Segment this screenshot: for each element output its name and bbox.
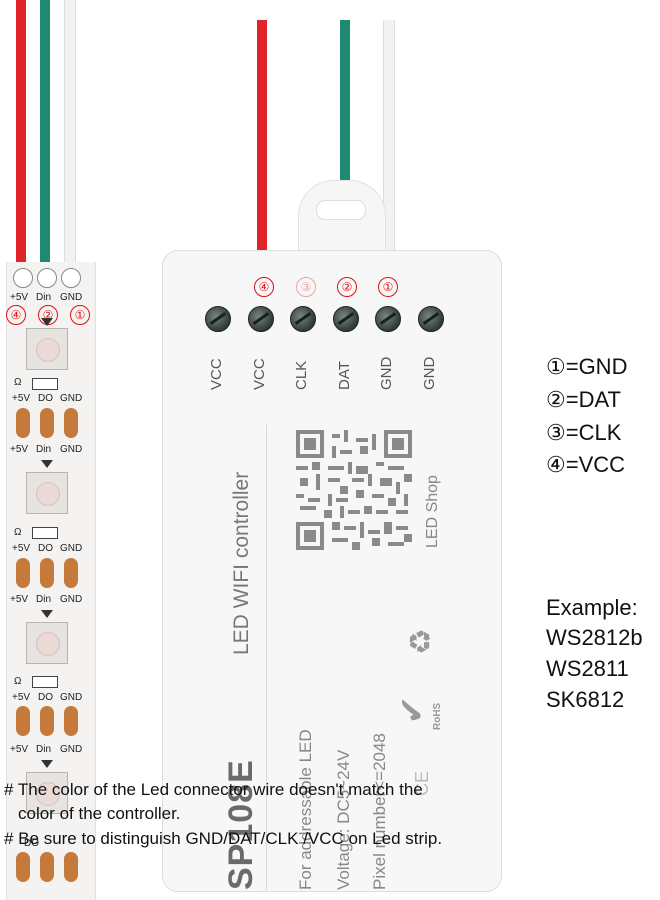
strip-white-wire <box>64 0 76 268</box>
resistor-label: Ω <box>14 377 22 388</box>
strip-label-gnd: GND <box>60 292 83 303</box>
strip-label-gnd: GND <box>60 393 83 404</box>
strip-label-vcc: +5V <box>10 444 29 455</box>
strip-label-do: DO <box>24 838 39 849</box>
strip-label-do: DO <box>38 692 53 703</box>
strip-number-gnd: ① <box>70 305 90 325</box>
qr-code <box>296 430 412 550</box>
controller-box <box>162 250 502 892</box>
solder-pad <box>40 408 54 438</box>
strip-label-vcc: +5V <box>10 594 29 605</box>
resistor-label: Ω <box>14 676 22 687</box>
strip-label-do: DO <box>38 393 53 404</box>
terminal-screw-vcc <box>248 306 274 332</box>
strip-label-din: Din <box>36 594 52 605</box>
arrow-icon <box>41 760 53 768</box>
terminal-number-gnd: ① <box>378 277 398 297</box>
terminal-label-gnd: GND <box>421 356 438 390</box>
legend-gnd: ①=GND <box>546 354 628 379</box>
strip-number-vcc: ④ <box>6 305 26 325</box>
led-chip <box>26 772 68 814</box>
legend-clk: ③=CLK <box>546 420 622 445</box>
strip-green-wire <box>40 0 50 268</box>
terminal-screw-gnd <box>375 306 401 332</box>
controller-white-wire <box>383 20 395 278</box>
solder-pad <box>40 852 54 882</box>
arrow-icon <box>41 318 53 326</box>
terminal-label-gnd: GND <box>378 356 395 390</box>
controller-red-wire <box>257 20 267 278</box>
solder-pad <box>16 558 30 588</box>
note-line-3: # Be sure to distinguish GND/DAT/CLK /VC… <box>4 829 443 848</box>
resistor <box>32 527 58 539</box>
strip-label-vcc: +5V <box>12 543 31 554</box>
terminal-screw-dat <box>333 306 359 332</box>
led-chip <box>26 472 68 514</box>
strip-label-do: DO <box>38 543 53 554</box>
recycle-icon: ♻ <box>403 628 439 655</box>
terminal-screw-clk <box>290 306 316 332</box>
led-chip <box>26 622 68 664</box>
resistor <box>32 378 58 390</box>
strip-label-gnd: GND <box>60 692 83 703</box>
strip-connector-ring <box>13 268 33 288</box>
terminal-screw-gnd <box>418 306 444 332</box>
solder-pad <box>40 706 54 736</box>
solder-pad <box>64 558 78 588</box>
terminal-number-dat: ② <box>337 277 357 297</box>
solder-pad <box>64 408 78 438</box>
strip-label-vcc: +5V <box>12 393 31 404</box>
example-ws2812b: WS2812b <box>546 625 643 650</box>
controller-spec-voltage: Voltage: DC5~24V <box>334 749 353 890</box>
solder-pad <box>64 852 78 882</box>
strip-label-gnd: GND <box>60 444 83 455</box>
controller-divider <box>266 425 267 890</box>
strip-label-gnd: GND <box>60 744 83 755</box>
led-chip <box>26 328 68 370</box>
solder-pad <box>16 408 30 438</box>
rohs-check-icon: ✔ <box>392 695 433 725</box>
terminal-label-clk: CLK <box>293 360 310 390</box>
solder-pad <box>16 852 30 882</box>
strip-label-din: Din <box>36 444 52 455</box>
terminal-screw-vcc <box>205 306 231 332</box>
example-ws2811: WS2811 <box>546 656 629 681</box>
controller-title: LED WIFI controller <box>230 471 253 655</box>
terminal-number-clk: ③ <box>296 277 316 297</box>
controller-hole <box>316 200 366 220</box>
arrow-icon <box>41 460 53 468</box>
rohs-label: RoHS <box>432 702 443 730</box>
solder-pad <box>40 558 54 588</box>
note-line-1: # The color of the Led connector wire do… <box>4 780 423 799</box>
note-line-2: color of the controller. <box>18 804 181 823</box>
terminal-label-vcc: VCC <box>251 358 268 390</box>
terminal-label-dat: DAT <box>336 361 353 390</box>
strip-label-din: Din <box>36 744 52 755</box>
strip-label-gnd: GND <box>60 543 83 554</box>
strip-connector-ring <box>61 268 81 288</box>
solder-pad <box>16 706 30 736</box>
strip-label-vcc: +5V <box>10 292 29 303</box>
terminal-label-vcc: VCC <box>208 358 225 390</box>
legend-vcc: ④=VCC <box>546 452 626 477</box>
resistor-label: Ω <box>14 527 22 538</box>
strip-connector-ring <box>37 268 57 288</box>
terminal-number-vcc: ④ <box>254 277 274 297</box>
controller-shop: LED Shop <box>424 475 441 548</box>
example-title: Example: <box>546 595 638 620</box>
resistor <box>32 676 58 688</box>
strip-label-gnd: GND <box>60 594 83 605</box>
strip-label-din: Din <box>36 292 52 303</box>
strip-label-vcc: +5V <box>10 744 29 755</box>
strip-red-wire <box>16 0 26 268</box>
controller-spec-for: For addressable LED <box>296 729 315 890</box>
controller-green-wire <box>340 20 350 278</box>
solder-pad <box>64 706 78 736</box>
legend-dat: ②=DAT <box>546 387 621 412</box>
strip-label-vcc: +5V <box>12 692 31 703</box>
example-sk6812: SK6812 <box>546 687 625 712</box>
arrow-icon <box>41 610 53 618</box>
controller-model: SP108E <box>222 759 260 890</box>
controller-spec-pixels: Pixel number<=2048 <box>370 733 389 890</box>
